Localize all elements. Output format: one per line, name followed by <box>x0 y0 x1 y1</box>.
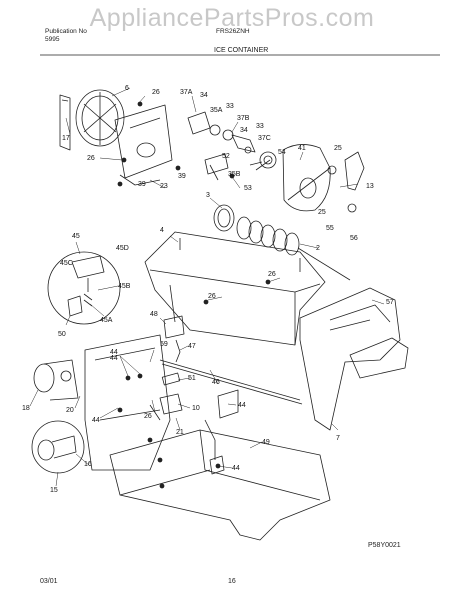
callout: 37C <box>258 135 271 142</box>
callout: 33 <box>226 103 234 110</box>
watermark: AppliancePartsPros.com <box>89 4 375 32</box>
latch <box>149 393 183 421</box>
callout: 45B <box>118 283 131 290</box>
callout: 33 <box>256 123 264 130</box>
callout: 2 <box>316 245 320 252</box>
callout: 20 <box>66 407 74 414</box>
callout: 52 <box>222 153 230 160</box>
model-number: FRS26ZNH <box>216 28 250 35</box>
switch <box>161 372 181 386</box>
callout: 17 <box>62 135 70 142</box>
callout: 16 <box>84 461 92 468</box>
callout-labels: 6 26 37A 34 35A 33 37B 34 33 52 37C 41 1… <box>22 85 394 494</box>
callout: 26 <box>152 89 160 96</box>
callout: 35B <box>228 171 241 178</box>
callout: 39 <box>178 173 186 180</box>
callout: 25 <box>318 209 326 216</box>
callout: 44 <box>92 417 100 424</box>
callout: 6 <box>125 85 129 92</box>
callout: 44 <box>110 355 118 362</box>
callout: 57 <box>386 299 394 306</box>
callout: 26 <box>268 271 276 278</box>
callout: 41 <box>298 145 306 152</box>
callout: 10 <box>192 405 200 412</box>
callout: 34 <box>240 127 248 134</box>
callout: 45D <box>116 245 129 252</box>
motor-bracket <box>114 104 173 186</box>
callout: 45A <box>100 317 113 324</box>
callout: 39 <box>138 181 146 188</box>
motor-cover <box>282 144 331 212</box>
callout: 21 <box>176 429 184 436</box>
ice-container-bin <box>144 231 326 346</box>
callout: 45 <box>72 233 80 240</box>
screws <box>117 101 271 489</box>
footer-date: 03/01 <box>40 578 58 585</box>
callout: 53 <box>244 185 252 192</box>
callout: 59 <box>160 341 168 348</box>
callout: 54 <box>278 149 286 156</box>
callout: 48 <box>150 311 158 318</box>
callout: 46 <box>212 379 220 386</box>
callout: 35A <box>210 107 223 114</box>
footer-page: 16 <box>228 578 236 585</box>
auger-spiral <box>236 216 351 281</box>
publication-number: 5995 <box>45 36 60 43</box>
callout: 49 <box>262 439 270 446</box>
callout: 37B <box>237 115 250 122</box>
callout: 26 <box>87 155 95 162</box>
ice-door <box>299 287 409 431</box>
cam-lever <box>327 151 365 213</box>
detail-inset <box>47 251 121 325</box>
callout: 25 <box>334 145 342 152</box>
callout: 23 <box>160 183 168 190</box>
callout: 4 <box>160 227 164 234</box>
callout: 45C <box>60 260 73 267</box>
motor <box>33 359 79 401</box>
control-housing <box>84 334 171 471</box>
callout: 3 <box>206 192 210 199</box>
drive-gear <box>259 151 277 169</box>
right-bracket <box>204 389 239 460</box>
auger-motor-housing <box>59 89 125 151</box>
actuator-rod <box>159 359 303 405</box>
guide-bracket <box>163 315 185 363</box>
callout: 55 <box>326 225 334 232</box>
figure-code: P58Y0021 <box>368 542 401 549</box>
callout: 50 <box>58 331 66 338</box>
callout: 47 <box>188 343 196 350</box>
callout: 15 <box>50 487 58 494</box>
section-title: ICE CONTAINER <box>214 47 269 54</box>
callout: 44 <box>110 349 118 356</box>
base-housing <box>109 429 331 541</box>
callout: 34 <box>200 92 208 99</box>
callout: 26 <box>208 293 216 300</box>
callout: 44 <box>238 402 246 409</box>
light-bulb-detail <box>31 420 85 474</box>
callout: 44 <box>232 465 240 472</box>
callout: 51 <box>188 375 196 382</box>
callout: 37A <box>180 89 193 96</box>
callout: 7 <box>336 435 340 442</box>
callout: 13 <box>366 183 374 190</box>
publication-label: Publication No <box>45 28 87 35</box>
callout: 56 <box>350 235 358 242</box>
callout: 18 <box>22 405 30 412</box>
auger-ring <box>213 204 235 232</box>
callout: 26 <box>144 413 152 420</box>
